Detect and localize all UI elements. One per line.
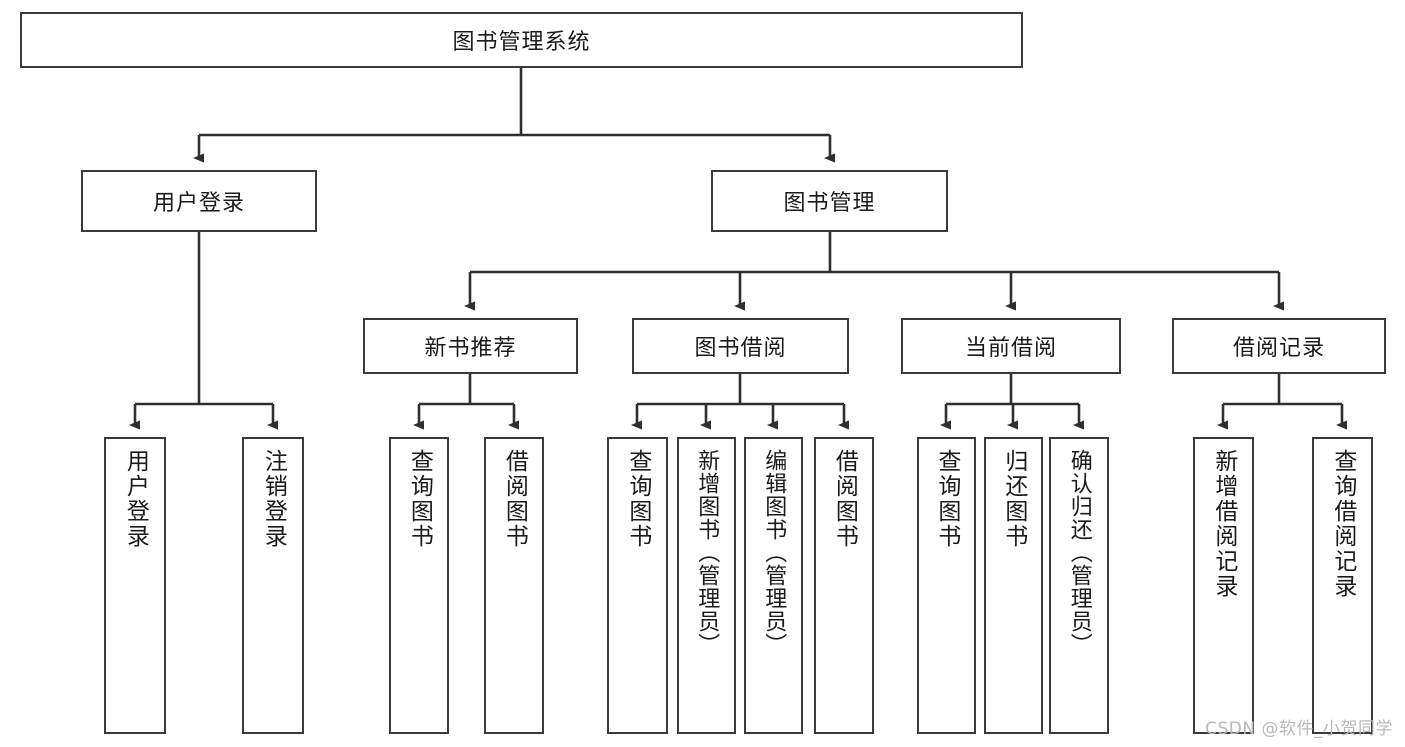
node-leaf-3: 借阅图书 <box>484 437 544 734</box>
node-level3-0: 新书推荐 <box>363 318 578 374</box>
node-leaf-9: 归还图书 <box>984 437 1043 734</box>
node-root-label: 图书管理系统 <box>452 30 591 55</box>
node-level3-3: 借阅记录 <box>1172 318 1386 374</box>
node-leaf-10: 确认归还（管理员） <box>1049 437 1109 734</box>
node-leaf-4: 查询图书 <box>607 437 668 734</box>
node-leaf-5: 新增图书（管理员） <box>677 437 736 734</box>
node-leaf-11: 新增借阅记录 <box>1193 437 1254 734</box>
node-leaf-5-label: 新增图书（管理员） <box>694 449 720 656</box>
node-leaf-8-label: 查询图书 <box>933 449 960 549</box>
node-root: 图书管理系统 <box>20 12 1023 68</box>
node-level2-0-label: 用户登录 <box>152 191 245 216</box>
node-leaf-7: 借阅图书 <box>814 437 874 734</box>
node-leaf-1: 注销登录 <box>242 437 304 734</box>
node-leaf-0-label: 用户登录 <box>122 449 149 549</box>
node-level3-0-label: 新书推荐 <box>424 336 517 361</box>
node-leaf-12-label: 查询借阅记录 <box>1329 449 1356 599</box>
node-level3-3-label: 借阅记录 <box>1232 336 1325 361</box>
node-leaf-8: 查询图书 <box>917 437 976 734</box>
node-level3-1-label: 图书借阅 <box>694 336 787 361</box>
node-leaf-12: 查询借阅记录 <box>1312 437 1373 734</box>
node-leaf-2-label: 查询图书 <box>406 449 433 549</box>
node-level3-1: 图书借阅 <box>632 318 849 374</box>
node-leaf-3-label: 借阅图书 <box>501 449 528 549</box>
node-level3-2-label: 当前借阅 <box>964 336 1057 361</box>
node-level2-0: 用户登录 <box>81 170 317 232</box>
node-leaf-6: 编辑图书（管理员） <box>744 437 803 734</box>
node-level2-1-label: 图书管理 <box>783 191 876 216</box>
node-leaf-4-label: 查询图书 <box>624 449 651 549</box>
node-leaf-11-label: 新增借阅记录 <box>1210 449 1237 599</box>
node-level2-1: 图书管理 <box>711 170 948 232</box>
node-leaf-1-label: 注销登录 <box>260 449 287 549</box>
node-level3-2: 当前借阅 <box>901 318 1121 374</box>
node-leaf-6-label: 编辑图书（管理员） <box>761 449 787 656</box>
node-leaf-2: 查询图书 <box>389 437 449 734</box>
node-leaf-7-label: 借阅图书 <box>831 449 858 549</box>
node-leaf-9-label: 归还图书 <box>1000 449 1027 549</box>
node-leaf-10-label: 确认归还（管理员） <box>1066 449 1092 656</box>
node-leaf-0: 用户登录 <box>104 437 166 734</box>
watermark: CSDN @软件_小贺同学 <box>1205 719 1393 739</box>
